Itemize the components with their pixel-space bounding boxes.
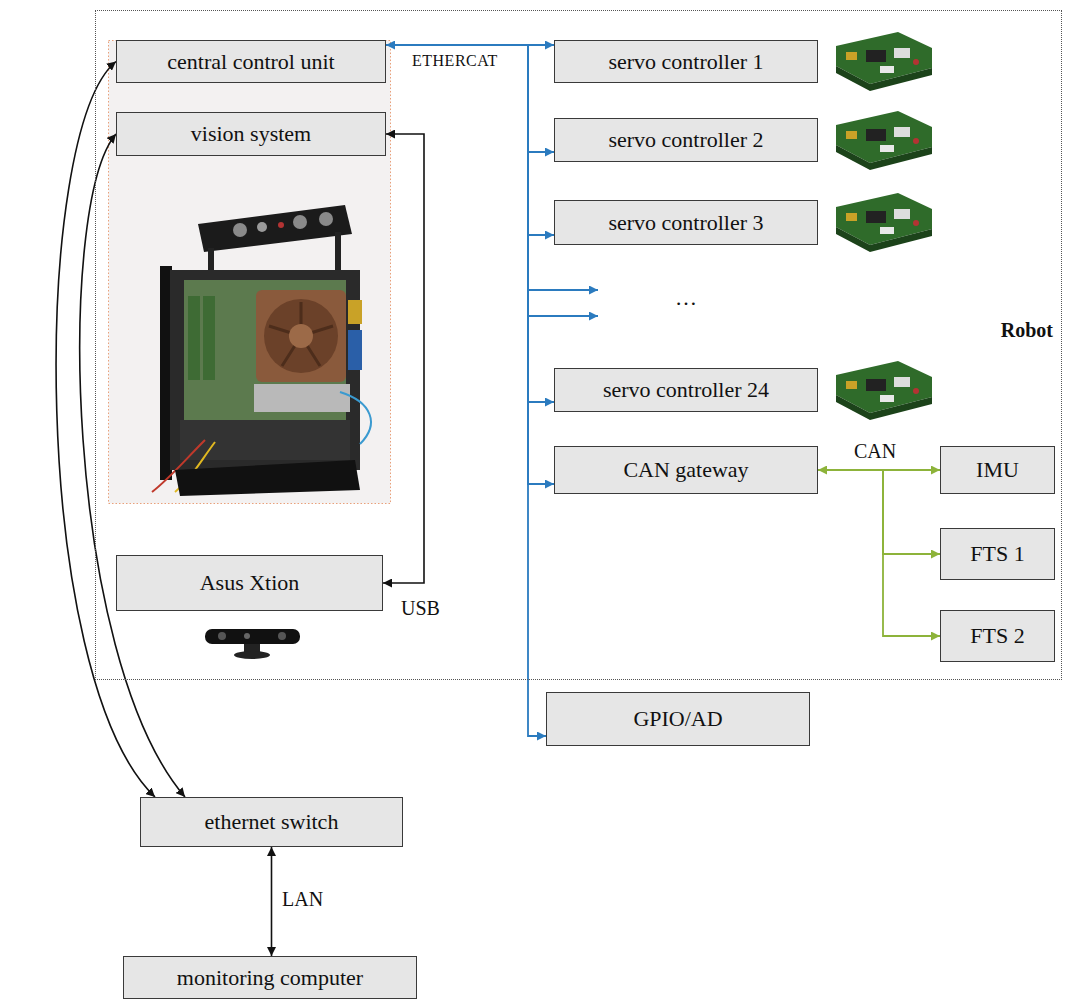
box-label: GPIO/AD [633,706,722,731]
box-label: servo controller 1 [608,49,763,74]
box-label: central control unit [167,49,334,74]
region-title: Robot [1001,319,1053,342]
frame-body [170,270,360,470]
component-box: servo controller 3 [554,200,818,245]
component-box: vision system [116,112,386,156]
xtion-lens [218,632,226,640]
bus-stub [528,315,598,317]
component-box: servo controller 1 [554,40,818,83]
ram-module [188,296,200,380]
connector [56,62,155,798]
robot-region: Robot central control unit servo controlle… [95,10,1062,680]
xtion-base [234,651,270,659]
connector [383,134,424,583]
servo-pcb-photo [836,193,932,252]
camera-lens [233,223,247,237]
xtion-lens [244,633,250,639]
frame-post [335,232,341,272]
servo-pcb-photo [836,361,932,420]
xtion-bar [205,629,300,644]
fan-hub [289,324,313,348]
box-label: servo controller 2 [608,127,763,152]
component-box: servo controller 24 [554,368,818,412]
connector [818,470,940,554]
xtion-photo [205,629,300,659]
xtion-lens [278,632,286,640]
box-label: monitoring computer [177,965,363,990]
component-box: monitoring computer [123,956,417,999]
component-box: Asus Xtion [116,555,383,611]
camera-lens [257,222,267,232]
edge-label: CAN [852,440,898,462]
heatsink [254,384,350,412]
component-box: IMU [940,446,1055,494]
servo-pcb-photo [836,111,932,170]
connector [271,847,273,956]
camera-lens [293,215,307,229]
component-box: CAN gateway [554,446,818,494]
port-block [348,330,362,370]
component-box: ethernet switch [140,797,403,847]
ellipsis-label: … [673,286,699,310]
bus-stub [528,289,598,291]
box-label: IMU [976,457,1019,482]
frame-base [175,460,360,496]
component-box: GPIO/AD [546,692,810,746]
edge-label: ETHERCAT [410,52,500,70]
component-box: central control unit [116,40,386,83]
fan-rotor [264,299,338,373]
servo-pcb-photo [836,32,932,91]
component-box: FTS 1 [940,528,1055,580]
edge-label: LAN [280,888,325,910]
box-label: FTS 2 [970,623,1024,648]
box-label: FTS 1 [970,541,1024,566]
edge-label: USB [399,597,442,619]
camera-lens [319,212,333,226]
fan-blades [269,302,333,366]
cable [340,392,371,444]
camera-bar [198,205,352,252]
component-box: servo controller 2 [554,118,818,162]
usb-port [348,300,362,324]
camera-led [278,222,284,228]
box-label: servo controller 3 [608,210,763,235]
box-label: CAN gateway [623,457,748,482]
computer-photo [152,205,371,496]
connector [818,470,940,636]
box-label: vision system [191,121,311,146]
box-label: ethernet switch [205,809,339,834]
fan-frame [256,290,346,382]
computer-panel [109,41,391,504]
box-label: Asus Xtion [200,570,300,595]
component-box: FTS 2 [940,610,1055,662]
box-label: servo controller 24 [603,377,769,402]
ram-module [203,296,215,380]
connector [386,45,546,736]
